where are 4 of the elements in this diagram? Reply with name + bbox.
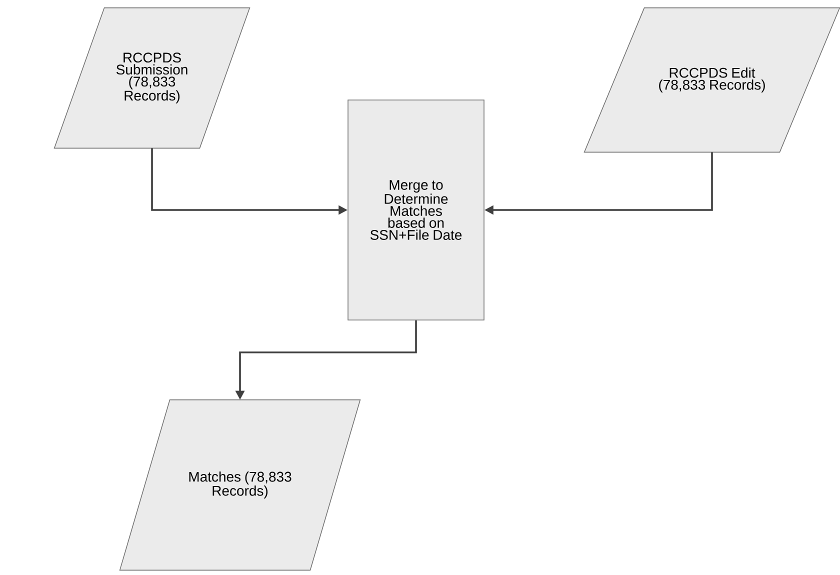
data-parallelogram: RCCPDS Edit (78,833 Records) <box>584 7 840 153</box>
process-box: Merge to Determine Matches based on SSN+File Date <box>348 100 484 320</box>
data-parallelogram: RCCPDS Submission (78,833 Records) <box>54 7 250 149</box>
data-parallelogram: Matches (78,833 Records) <box>119 399 361 571</box>
